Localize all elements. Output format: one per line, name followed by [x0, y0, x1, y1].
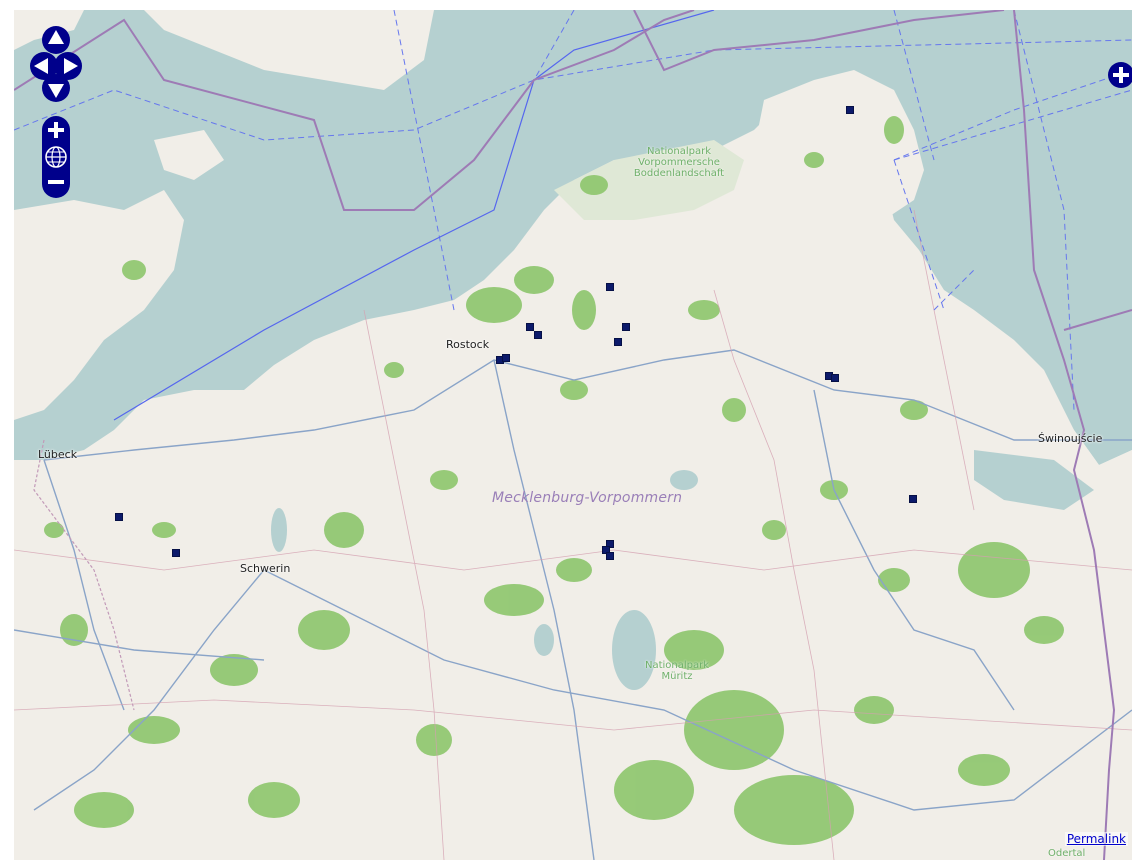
pan-control	[30, 26, 82, 102]
lake	[1017, 467, 1041, 483]
map-viewport[interactable]: Rostock Lübeck Schwerin Świnoujście Meck…	[14, 10, 1132, 860]
lake	[670, 470, 698, 490]
park-label-odertal: Odertal	[1048, 848, 1086, 859]
map-marker[interactable]	[526, 323, 534, 331]
pan-up-icon[interactable]	[42, 26, 70, 54]
zoom-control	[42, 116, 70, 198]
map-marker[interactable]	[534, 331, 542, 339]
forest-patches	[44, 116, 1064, 845]
map-marker[interactable]	[614, 338, 622, 346]
map-marker[interactable]	[831, 374, 839, 382]
lake-schwerin	[271, 508, 287, 552]
island-usedom	[934, 330, 1132, 570]
roads	[14, 349, 1132, 860]
map-marker[interactable]	[115, 513, 123, 521]
city-label-lubeck: Lübeck	[38, 448, 78, 461]
borders	[14, 10, 1132, 860]
peninsula-wagrien	[14, 190, 184, 420]
ferry-routes	[14, 10, 1132, 411]
shipping-lane	[113, 10, 715, 421]
zoom-in-icon[interactable]	[48, 122, 64, 138]
map-base-layer	[14, 10, 1132, 860]
park-area-bodden	[554, 140, 744, 220]
city-label-schwerin: Schwerin	[240, 562, 291, 575]
pan-right-icon[interactable]	[54, 52, 82, 80]
map-marker[interactable]	[846, 106, 854, 114]
park-label-boddenlandschaft: Nationalpark Vorpommersche Boddenlandsch…	[633, 146, 725, 179]
layer-switcher-plus-icon[interactable]	[1106, 60, 1132, 90]
region-label: Mecklenburg-Vorpommern	[492, 490, 683, 506]
city-label-swinoujscie: Świnoujście	[1038, 432, 1103, 445]
map-marker[interactable]	[172, 549, 180, 557]
map-marker[interactable]	[606, 283, 614, 291]
city-label-rostock: Rostock	[446, 338, 490, 351]
lake	[534, 624, 554, 656]
map-marker[interactable]	[909, 495, 917, 503]
map-marker[interactable]	[606, 552, 614, 560]
island-ruegen	[754, 70, 924, 230]
map-marker[interactable]	[622, 323, 630, 331]
globe-icon[interactable]	[45, 146, 67, 168]
island-fehmarn	[154, 130, 224, 180]
map-marker[interactable]	[606, 540, 614, 548]
lake-mueritz	[612, 610, 656, 690]
pan-left-icon[interactable]	[30, 52, 58, 80]
baltic-sea	[14, 10, 1132, 465]
zoom-out-icon[interactable]	[48, 180, 64, 184]
pan-down-icon[interactable]	[42, 74, 70, 102]
permalink-link[interactable]: Permalink	[1064, 832, 1128, 846]
minor-roads	[14, 209, 1132, 860]
park-label-muritz: Nationalpark Müritz	[644, 660, 710, 682]
island-falster	[144, 10, 434, 90]
map-marker[interactable]	[502, 354, 510, 362]
state-border	[33, 439, 135, 711]
